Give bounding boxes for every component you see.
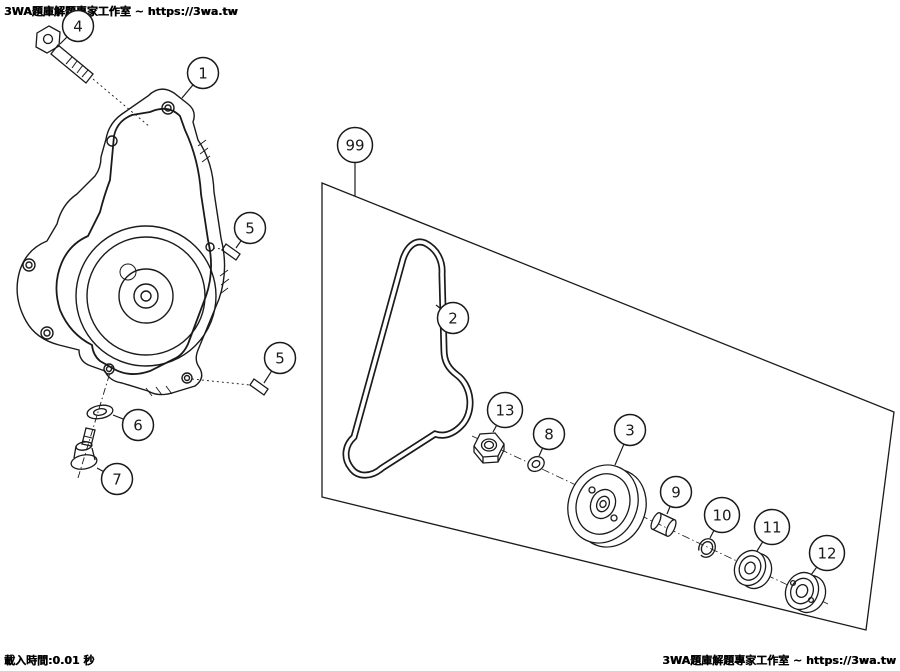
callout-9: 9 bbox=[659, 475, 693, 515]
callout-12: 12 bbox=[808, 534, 846, 576]
impeller-part3 bbox=[567, 464, 647, 548]
group-box-outline bbox=[321, 182, 895, 631]
belt-part2 bbox=[342, 238, 474, 479]
callout-10: 10 bbox=[703, 496, 741, 539]
callout-99: 99 bbox=[336, 126, 374, 196]
callout-circle bbox=[336, 126, 374, 164]
callout-number: 13 bbox=[495, 401, 514, 419]
bearing-part11 bbox=[733, 549, 773, 590]
callout-number: 99 bbox=[345, 136, 364, 154]
callout-leader-line bbox=[666, 506, 671, 515]
callout-3: 3 bbox=[613, 413, 647, 466]
callout-circle bbox=[613, 413, 647, 447]
callout-number: 3 bbox=[625, 421, 635, 439]
dowel-pin-part5-lower bbox=[191, 378, 269, 396]
callout-circle bbox=[436, 301, 470, 335]
callout-circle bbox=[486, 391, 524, 429]
callout-leader-line bbox=[709, 530, 715, 539]
callout-circle bbox=[753, 508, 791, 546]
callout-number: 1 bbox=[198, 64, 208, 82]
spacer-part9 bbox=[650, 512, 677, 537]
callout-number: 9 bbox=[671, 483, 681, 501]
hatch-marks bbox=[197, 139, 211, 163]
callout-number: 10 bbox=[712, 506, 731, 524]
callout-leader-line bbox=[181, 84, 194, 99]
callout-leader-line bbox=[96, 467, 104, 473]
cover-outer-contour bbox=[16, 88, 226, 396]
load-time-label: 載入時間:0.01 秒 bbox=[4, 654, 95, 667]
callout-5: 5 bbox=[263, 341, 297, 384]
callout-8: 8 bbox=[532, 417, 566, 457]
callout-circle bbox=[121, 408, 155, 442]
bolt7-axis-line bbox=[77, 365, 113, 479]
cover-gasket-line bbox=[55, 107, 212, 375]
callout-7: 7 bbox=[96, 462, 134, 496]
callout-11: 11 bbox=[753, 508, 791, 552]
callout-number: 5 bbox=[275, 349, 285, 367]
callout-1: 1 bbox=[181, 56, 220, 99]
dowel-pin-part5-upper bbox=[212, 243, 241, 261]
callout-leader-line bbox=[614, 443, 625, 466]
callout-number: 2 bbox=[448, 309, 458, 327]
callout-number: 6 bbox=[133, 416, 143, 434]
washer-part6 bbox=[86, 404, 114, 420]
callout-13: 13 bbox=[486, 391, 524, 433]
callout-leader-line bbox=[435, 304, 442, 310]
nut-part13 bbox=[473, 432, 505, 464]
hatch-marks bbox=[145, 385, 173, 397]
callout-2: 2 bbox=[435, 301, 470, 335]
callout-leader-line bbox=[263, 370, 273, 384]
callout-leader-line bbox=[756, 541, 764, 552]
callout-circle bbox=[532, 417, 566, 451]
bolt4-axis-line bbox=[92, 78, 151, 128]
callout-leader-line bbox=[112, 414, 124, 420]
circlip-part10 bbox=[698, 538, 716, 558]
callout-number: 5 bbox=[245, 219, 255, 237]
bolt-part7 bbox=[70, 365, 113, 479]
callout-circle bbox=[233, 211, 267, 245]
bearing-part12 bbox=[784, 571, 827, 614]
bolt-part4 bbox=[35, 25, 151, 128]
callout-leader-line bbox=[235, 240, 242, 249]
callout-number: 4 bbox=[73, 17, 83, 35]
callout-number: 12 bbox=[817, 544, 836, 562]
callout-5: 5 bbox=[233, 211, 267, 249]
callout-circle bbox=[186, 56, 220, 90]
callout-number: 8 bbox=[544, 425, 554, 443]
hatch-marks bbox=[219, 269, 230, 295]
callout-number: 7 bbox=[112, 470, 122, 488]
callout-circle bbox=[808, 534, 846, 572]
callout-circle bbox=[263, 341, 297, 375]
callout-circle bbox=[703, 496, 741, 534]
callouts-layer: 4 1 99 5 5 2 13 8 3 9 10 11 12 6 7 bbox=[59, 9, 846, 576]
callout-circle bbox=[61, 9, 95, 43]
water-pump-cover-part1 bbox=[16, 88, 230, 397]
callout-leader-line bbox=[59, 36, 68, 45]
callout-leader-line bbox=[538, 447, 544, 457]
callout-6: 6 bbox=[112, 408, 155, 442]
callout-leader-line bbox=[810, 566, 818, 576]
callout-4: 4 bbox=[59, 9, 95, 45]
callout-leader-line bbox=[492, 425, 498, 433]
callout-circle bbox=[659, 475, 693, 509]
watermark-bottom-right: 3WA題庫解題專家工作室 ~ https://3wa.tw bbox=[662, 654, 896, 667]
callout-number: 11 bbox=[762, 518, 781, 536]
watermark-top-left: 3WA題庫解題專家工作室 ~ https://3wa.tw bbox=[4, 5, 238, 18]
callout-circle bbox=[100, 462, 134, 496]
washer-part8 bbox=[527, 455, 545, 473]
